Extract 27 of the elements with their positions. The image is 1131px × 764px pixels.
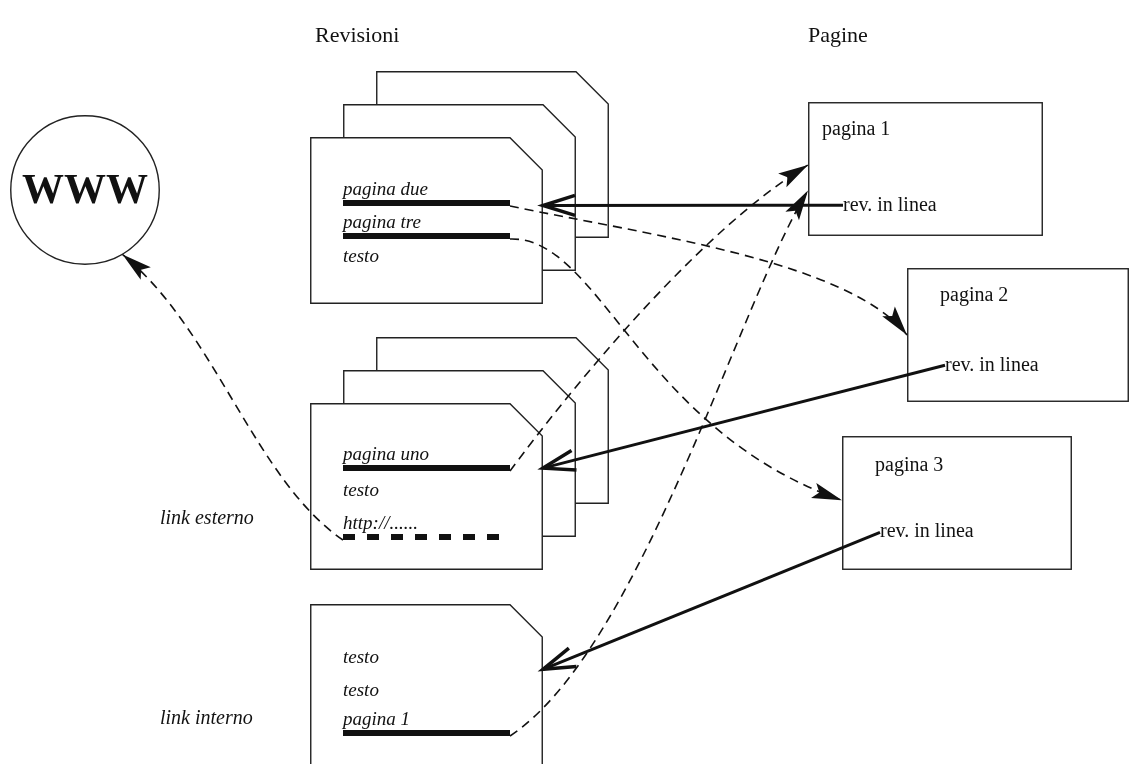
internal-link-text: pagina due (343, 178, 510, 206)
page-box (842, 436, 1072, 570)
sheet-text: testo (343, 646, 379, 668)
revision-link-text: rev. in linea (880, 518, 974, 542)
revision-sheet (310, 403, 543, 570)
sheet-text: testo (343, 679, 379, 701)
link-type-label: link interno (160, 706, 253, 729)
internal-link-text: pagina 1 (343, 708, 510, 736)
internal-link-text: pagina uno (343, 443, 510, 471)
page-box (808, 102, 1043, 236)
dashed-arrow (509, 205, 908, 336)
link-type-label: link esterno (160, 506, 254, 529)
revision-sheet (310, 137, 543, 304)
page-title: pagina 2 (940, 282, 1009, 306)
revision-link-text: rev. in linea (843, 192, 937, 216)
sheet-text: testo (343, 479, 379, 501)
web-circle (10, 115, 160, 265)
column-heading: Revisioni (315, 22, 400, 48)
dashed-arrow (121, 253, 344, 541)
revision-sheet (310, 604, 543, 764)
page-box (907, 268, 1129, 402)
revision-link-text: rev. in linea (945, 352, 1039, 376)
sheet-text: testo (343, 245, 379, 267)
page-title: pagina 1 (822, 116, 891, 140)
internal-link-text: pagina tre (343, 211, 510, 239)
column-heading: Pagine (808, 22, 868, 48)
circle-label: WWW (21, 165, 149, 214)
